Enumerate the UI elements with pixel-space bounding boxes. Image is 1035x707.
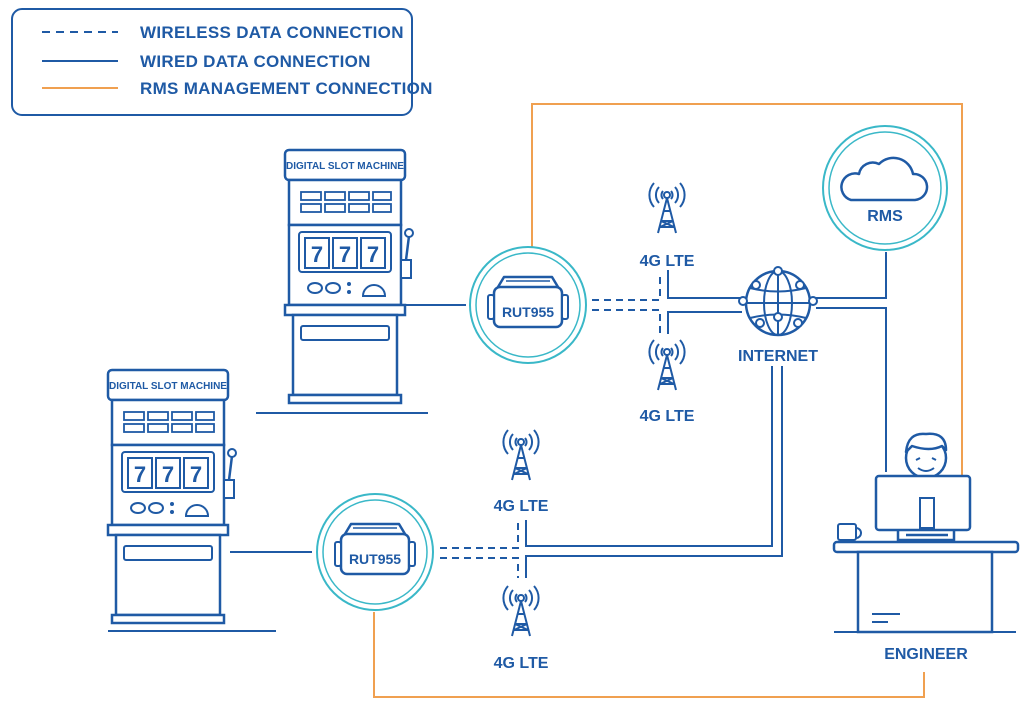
router-1: RUT955 — [469, 246, 587, 364]
cell-tower-icon — [648, 182, 686, 234]
engineer-node: ENGINEER — [832, 432, 1020, 663]
slot-machine-2: DIGITAL SLOT MACHINE 7 7 7 — [106, 368, 238, 625]
wired-internet-rms — [816, 252, 887, 299]
wired-internet-tower3 — [525, 366, 773, 547]
wireless-router1 — [592, 272, 661, 334]
legend-rms-label: RMS MANAGEMENT CONNECTION — [140, 79, 433, 98]
cell-tower-icon — [648, 339, 686, 391]
router-2-ring-inner — [322, 499, 428, 605]
slot-machine-1-reel-1: 7 — [311, 242, 323, 267]
internet-node: INTERNET — [738, 266, 818, 365]
desk — [832, 540, 1020, 634]
rms-connection-top — [531, 103, 963, 475]
rms-label: RMS — [867, 208, 903, 225]
router-2: RUT955 — [316, 493, 434, 611]
slot-machine-2-label: DIGITAL SLOT MACHINE — [109, 381, 227, 392]
wired-tower1-internet — [667, 270, 742, 299]
slot-machine-2-reel-1: 7 — [134, 462, 146, 487]
wireless-router2 — [440, 520, 519, 578]
slot-machine-2-reel-2: 7 — [162, 462, 174, 487]
wired-tower2-internet — [667, 311, 742, 334]
slot-machine-2-reel-3: 7 — [190, 462, 202, 487]
tower-3-label: 4G LTE — [494, 498, 549, 515]
tower-4-label: 4G LTE — [494, 655, 549, 672]
tower-3: 4G LTE — [494, 429, 549, 515]
rms-node: RMS — [822, 125, 948, 251]
tower-1-label: 4G LTE — [640, 253, 695, 270]
rms-connection-bottom — [373, 612, 925, 698]
engineer-label: ENGINEER — [884, 646, 968, 663]
monitor-icon — [874, 474, 972, 537]
slot-machine-1-reel-3: 7 — [367, 242, 379, 267]
tower-4: 4G LTE — [494, 585, 549, 672]
tower-2-label: 4G LTE — [640, 408, 695, 425]
router-2-label: RUT955 — [349, 551, 401, 567]
slot-machine-1-label: DIGITAL SLOT MACHINE — [286, 161, 404, 172]
cloud-icon — [840, 156, 929, 202]
legend-wireless-label: WIRELESS DATA CONNECTION — [140, 23, 404, 42]
globe-icon — [738, 266, 818, 337]
router-1-label: RUT955 — [502, 304, 554, 320]
legend: WIRELESS DATA CONNECTION WIRED DATA CONN… — [11, 8, 433, 116]
rms-ring-inner — [828, 131, 942, 245]
slot-machine-1: DIGITAL SLOT MACHINE 7 7 7 — [283, 148, 415, 405]
router-1-ring-inner — [475, 252, 581, 358]
cell-tower-icon — [502, 585, 540, 637]
coffee-cup-icon — [837, 523, 862, 541]
tower-1: 4G LTE — [640, 182, 695, 270]
wired-internet-tower4 — [525, 366, 783, 578]
wired-internet-engineer — [816, 307, 887, 472]
slot-machine-1-reel-2: 7 — [339, 242, 351, 267]
cell-tower-icon — [502, 429, 540, 481]
tower-2: 4G LTE — [640, 339, 695, 425]
internet-label: INTERNET — [738, 348, 818, 365]
legend-wired-label: WIRED DATA CONNECTION — [140, 52, 371, 71]
